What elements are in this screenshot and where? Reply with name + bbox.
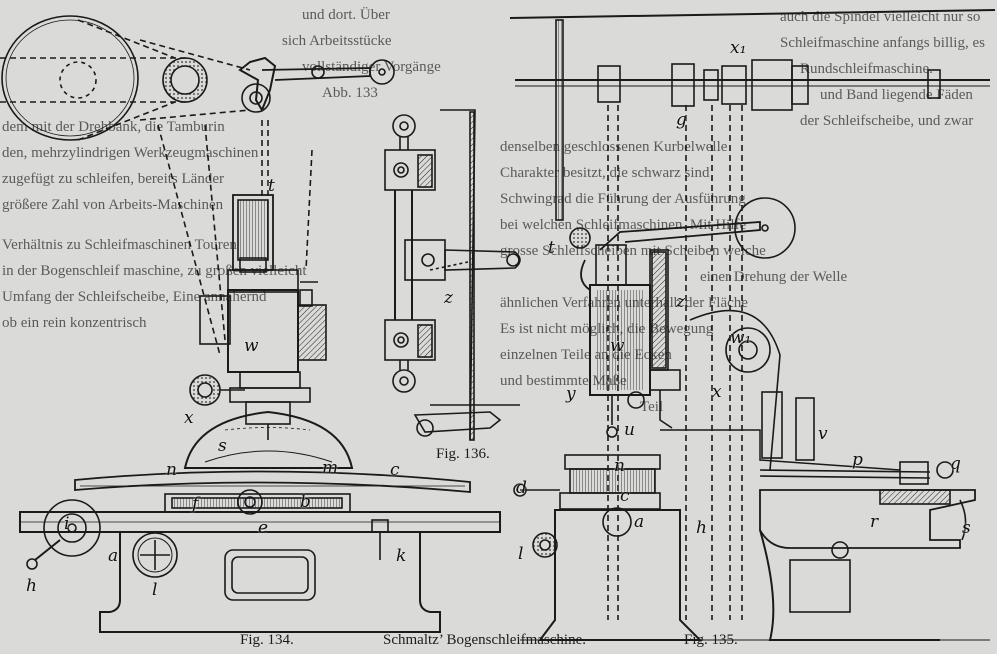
dome-base xyxy=(183,410,354,469)
fig135-label-l: l xyxy=(518,544,524,564)
fig134-label-t: t xyxy=(268,176,275,196)
fig135-label-q: q xyxy=(950,454,961,474)
fig136-label-z: z xyxy=(444,288,453,308)
fig135-label-w1: w₁ xyxy=(730,328,752,348)
fig135-label-t: t xyxy=(548,238,555,258)
fig134-label-e: e xyxy=(258,518,269,538)
fig135-label-y: y xyxy=(566,384,576,404)
bleed-line: Abb. 133 xyxy=(322,85,378,101)
bleed-line: Teil xyxy=(640,399,664,415)
fig135-label-s: s xyxy=(962,518,971,538)
fig135-label-w: w xyxy=(610,336,625,356)
fig135-drawing xyxy=(509,9,996,641)
machine-stand xyxy=(99,531,441,633)
fig134-label-m: m xyxy=(322,458,339,478)
fig135-label-x: x xyxy=(712,382,722,402)
bleed-line: und bestimmte Maße xyxy=(500,373,627,389)
lever-ball xyxy=(369,59,395,85)
fig134-label-c: c xyxy=(390,460,400,480)
caption-fig134: Fig. 134. xyxy=(240,632,294,648)
figure-title: Schmaltz’ Bogenschleifmaschine. xyxy=(383,632,586,648)
fig134-label-n: n xyxy=(166,460,177,480)
fig134-label-s: s xyxy=(218,436,227,456)
fig135-label-c: c xyxy=(620,486,630,506)
fig134-label-a: a xyxy=(108,546,119,566)
bleed-line: Verhältnis zu Schleifmaschinen Touren xyxy=(2,237,237,253)
bleed-through-left: und dort. Über sich Arbeitsstücke vollst… xyxy=(2,2,472,562)
fig134-drawing xyxy=(0,15,501,633)
bleed-line: und Band liegende Fäden xyxy=(820,87,973,103)
bleed-line: bei welchen Schleifmaschinen. Mit Hilfe xyxy=(500,217,747,233)
pulley-large xyxy=(1,15,139,141)
fig134-label-k: k xyxy=(396,546,407,566)
bleed-line: der Schleifscheibe, und zwar xyxy=(800,113,974,129)
bleed-line: Rundschleifmaschine. xyxy=(800,61,933,77)
fig136-drawing xyxy=(384,109,521,441)
bleed-line: Charakter besitzt, die schwarz sind xyxy=(500,165,710,181)
fig135-label-p: p xyxy=(852,450,863,470)
pulley-w1 xyxy=(725,327,771,373)
bleed-line: einer Drehung der Welle xyxy=(700,269,848,285)
bleed-line: den, mehrzylindrigen Werkzeugmaschinen xyxy=(2,145,259,161)
bleed-line: und dort. Über xyxy=(302,7,390,23)
bleed-line: Schleifmaschine anfangs billig, es xyxy=(780,35,985,51)
fig134-label-i: i xyxy=(64,514,70,534)
fig135-label-x1: x₁ xyxy=(730,38,747,58)
fig134-label-b: b xyxy=(300,492,311,512)
bleed-line: ob ein rein konzentrisch xyxy=(2,315,147,331)
fig135-label-g: g xyxy=(676,110,687,130)
bleed-line: dem mit der Drehbank, die Tamburin xyxy=(2,119,225,135)
fig135-label-r: r xyxy=(870,512,879,532)
fig134-label-x: x xyxy=(184,408,194,428)
bleed-line: zugefügt zu schleifen, bereits Länder xyxy=(2,171,224,187)
caption-fig136: Fig. 136. xyxy=(436,446,490,462)
stand-135 xyxy=(538,509,703,641)
fig134-label-l: l xyxy=(152,580,158,600)
fig134-label-f: f xyxy=(192,494,199,514)
fig135-label-v: v xyxy=(818,424,828,444)
pulley-top xyxy=(734,197,796,259)
fig134-label-w: w xyxy=(244,336,259,356)
fig135-label-z: z xyxy=(676,292,685,312)
bleed-line: sich Arbeitsstücke xyxy=(282,33,392,49)
bleed-line: größere Zahl von Arbeits-Maschinen xyxy=(2,197,224,213)
fig135-label-d: d xyxy=(516,478,527,498)
fig135-label-h: h xyxy=(696,518,707,538)
fig135-label-n: n xyxy=(614,456,625,476)
caption-fig135: Fig. 135. xyxy=(684,632,738,648)
bleed-line: in der Bogenschleif maschine, zu großen … xyxy=(2,263,307,279)
table-top xyxy=(74,470,471,493)
fig134-label-h: h xyxy=(26,576,37,596)
fig135-label-a: a xyxy=(634,512,645,532)
fig135-label-u: u xyxy=(624,420,635,440)
spindle-head xyxy=(227,289,299,373)
bleed-line: grosse Schleifscheiben mit Scheiben welc… xyxy=(500,243,766,259)
